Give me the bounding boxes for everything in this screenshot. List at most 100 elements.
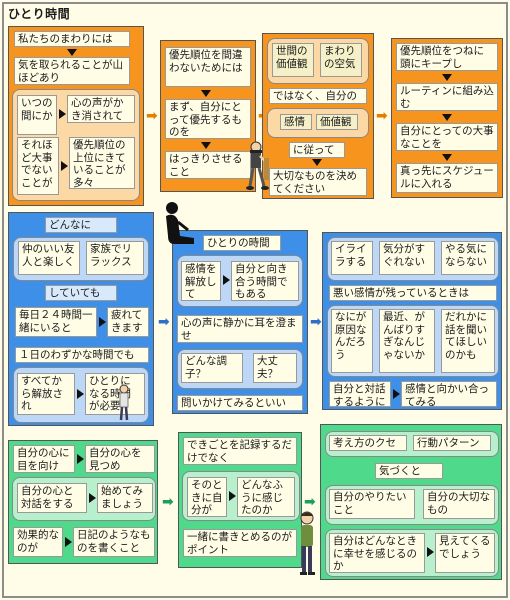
p4-box-1: 優先順位をつねに頭にキープし xyxy=(396,43,498,71)
flow-arrow: ➡ xyxy=(162,494,174,510)
p5-box-3: 家族でリラックス xyxy=(86,241,144,275)
p10-box-3: 気づくと xyxy=(375,463,443,479)
arrow-right xyxy=(65,537,72,547)
p1-box-3: いつの間にか xyxy=(17,95,57,135)
p9-box-4: 一緒に書きとめるのがポイント xyxy=(183,529,297,557)
p1-box-4: 心の声がかき消されて xyxy=(67,95,135,123)
p6-box-4: 心の声に静かに耳を澄ませ xyxy=(177,315,303,343)
p6-box-2: 感情を解放して xyxy=(181,261,221,301)
panel-2: 優先順位を間違わないためには まず、自分にとって優先するものを はっきりさせるこ… xyxy=(160,40,256,192)
arrow-right xyxy=(77,389,84,399)
p7-box-8: 自分と対話するように xyxy=(329,381,391,407)
p9-box-2: そのときに自分が xyxy=(187,477,227,517)
p1-box-2: 気を取られることが山ほどあり xyxy=(14,57,130,85)
p2-box-2: まず、自分にとって優先するものを xyxy=(165,99,251,139)
arrow-down xyxy=(312,159,322,166)
p6-box-6: 大丈夫？ xyxy=(253,353,297,383)
p4-box-4: 真っ先にスケジュールに入れる xyxy=(396,163,498,193)
person-walking-icon xyxy=(246,141,269,190)
p8-box-3: 自分の心と対話をする xyxy=(17,483,87,513)
panel-9: できごとを記録するだけでなく そのときに自分が どんなふうに感じたのか 一緒に書… xyxy=(178,432,302,568)
p7-box-9: 感情と向かい合ってみる xyxy=(401,381,497,407)
flow-arrow: ➡ xyxy=(310,314,322,330)
p9-box-1: できごとを記録するだけでなく xyxy=(183,437,297,465)
p9-box-3: どんなふうに感じたのか xyxy=(237,477,295,517)
p6-box-3: 自分と向き合う時間でもある xyxy=(231,261,299,301)
arrow-right xyxy=(427,547,434,557)
p2-box-1: 優先順位を間違わないためには xyxy=(165,47,251,87)
p8-box-2: 自分の心を見つめ xyxy=(85,445,155,473)
p5-box-5: 毎日２４時間一緒にいると xyxy=(15,307,97,337)
p1-box-5: それほど大事でないことが xyxy=(17,137,59,195)
p1-box-1: 私たちのまわりには xyxy=(14,31,130,47)
flow-arrow: ➡ xyxy=(158,314,170,330)
p3-box-5: 価値観 xyxy=(316,114,358,130)
panel-8: 自分の心に目を向け 自分の心を見つめ 自分の心と対話をする 始めてみましょう 効… xyxy=(8,440,158,564)
arrow-right xyxy=(89,493,96,503)
p8-box-4: 始めてみましょう xyxy=(97,483,153,513)
p10-box-5: 自分の大切なもの xyxy=(423,489,495,519)
p5-box-8: すべてから解放され xyxy=(17,373,75,415)
person-hiking-icon xyxy=(119,384,129,421)
person-sitting-icon xyxy=(166,202,194,244)
p5-box-9: ひとりになる時間が必要 xyxy=(85,373,145,415)
p2-box-3: はっきりさせること xyxy=(165,151,251,179)
arrow-down xyxy=(442,114,452,121)
p7-box-7: だれかに話を聞いてほしいのかも xyxy=(441,309,495,373)
arrow-down xyxy=(442,154,452,161)
arrow-right xyxy=(393,389,400,399)
p5-box-4: していても xyxy=(45,285,117,301)
p7-box-5: なにが原因なんだろう xyxy=(331,309,373,373)
page-title: ひとり時間 xyxy=(8,7,71,21)
p6-box-1: ひとりの時間は xyxy=(203,235,281,251)
p1-box-6: 優先順位の上位にきていることが多々 xyxy=(69,137,135,189)
arrow-down xyxy=(442,74,452,81)
panel-4: 優先順位をつねに頭にキープし ルーティンに組み込む 自分にとっての大事なことを … xyxy=(391,38,503,198)
p7-box-1: イライラする xyxy=(331,241,373,275)
p10-box-6: 自分はどんなときに幸せを感じるのか xyxy=(329,533,425,573)
arrow-down xyxy=(201,142,211,149)
p8-box-1: 自分の心に目を向け xyxy=(13,445,75,473)
arrow-down xyxy=(67,49,77,56)
panel-5: どんなに 仲のいい友人と楽しく 家族でリラックス していても 毎日２４時間一緒に… xyxy=(8,212,154,426)
p10-box-7: 見えてくるでしょう xyxy=(435,533,495,573)
panel-10: 考え方のクセ 行動パターン 気づくと 自分のやりたいこと 自分の大切なもの 自分… xyxy=(320,424,502,580)
person-standing-icon xyxy=(300,511,315,575)
panel-6: ひとりの時間は 感情を解放して 自分と向き合う時間でもある 心の声に静かに耳を澄… xyxy=(172,230,308,414)
p3-box-2: まわりの空気 xyxy=(320,43,362,77)
arrow-right xyxy=(99,317,106,327)
p5-box-6: 疲れてきます xyxy=(107,307,149,337)
arrow-down xyxy=(201,90,211,97)
p8-box-6: 日記のようなものを書くこと xyxy=(73,527,155,557)
p7-box-3: やる気にならない xyxy=(441,241,495,275)
p4-box-3: 自分にとっての大事なことを xyxy=(396,123,498,151)
p3-box-1: 世間の価値観 xyxy=(272,43,314,77)
panel-7: イライラする 気分がすぐれない やる気にならない 悪い感情が残っているときは な… xyxy=(322,232,502,410)
p3-box-6: に従って xyxy=(289,142,345,158)
p3-box-7: 大切なものを決めてください xyxy=(269,168,367,196)
p7-box-4: 悪い感情が残っているときは xyxy=(329,285,497,301)
p10-box-2: 行動パターン xyxy=(413,435,491,451)
p5-box-1: どんなに xyxy=(45,217,117,233)
p4-box-2: ルーティンに組み込む xyxy=(396,83,498,111)
p7-box-2: 気分がすぐれない xyxy=(379,241,435,275)
p10-box-4: 自分のやりたいこと xyxy=(329,489,415,519)
flow-arrow: ➡ xyxy=(376,108,388,124)
p5-box-2: 仲のいい友人と楽しく xyxy=(18,241,80,275)
panel-3: 世間の価値観 まわりの空気 ではなく、自分の 感情 価値観 に従って 大切なもの… xyxy=(262,33,374,199)
arrow-right xyxy=(61,161,68,171)
p5-box-7: １日のわずかな時間でも xyxy=(15,347,149,363)
p7-box-6: 最近、がんばりすぎなんじゃないか xyxy=(379,309,435,373)
p6-box-7: 問いかけてみるといい xyxy=(177,395,303,411)
p10-box-1: 考え方のクセ xyxy=(329,435,407,451)
arrow-right xyxy=(59,109,66,119)
arrow-right xyxy=(223,275,230,285)
p3-box-3: ではなく、自分の xyxy=(269,88,367,104)
p6-box-5: どんな調子？ xyxy=(181,353,243,383)
arrow-right xyxy=(229,491,236,501)
p3-box-4: 感情 xyxy=(280,114,312,130)
panel-1: 私たちのまわりには 気を取られることが山ほどあり いつの間にか 心の声がかき消さ… xyxy=(8,26,144,206)
arrow-right xyxy=(77,454,84,464)
flow-arrow: ➡ xyxy=(304,494,316,510)
flow-arrow: ➡ xyxy=(146,108,158,124)
